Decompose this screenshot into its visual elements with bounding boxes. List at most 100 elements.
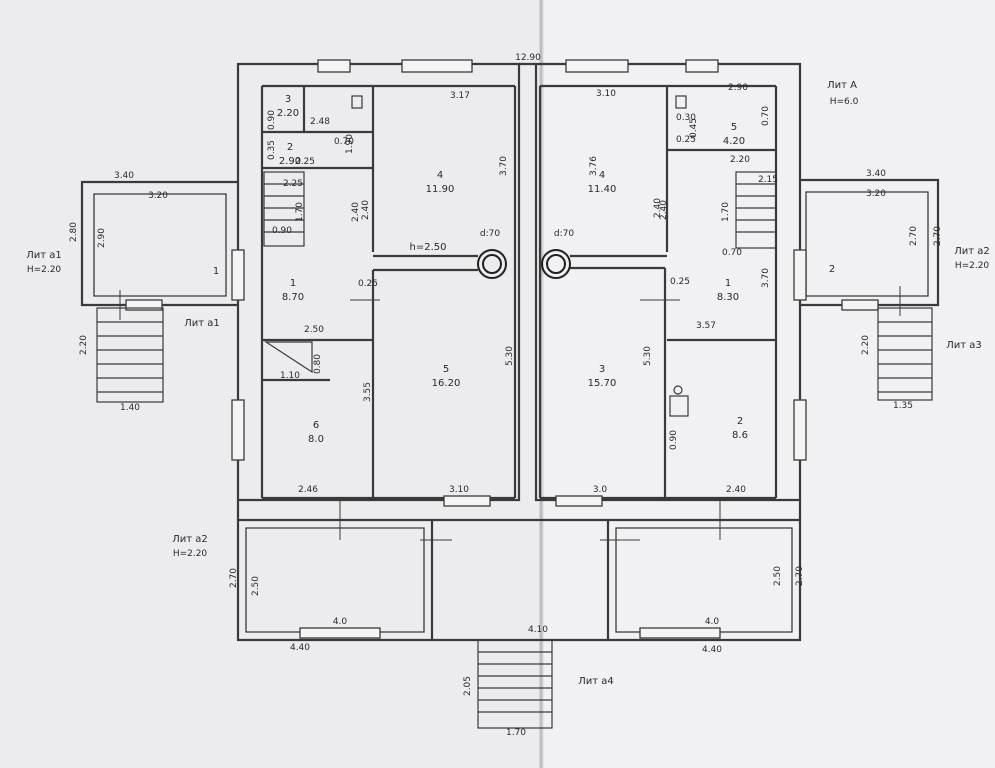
room-l6-number: 6 bbox=[313, 420, 319, 431]
annotation-a3-title: Лит а1 bbox=[184, 318, 220, 329]
annotation-a4-title: Лит а2 bbox=[172, 534, 208, 545]
dimension-61: 2.40 bbox=[653, 198, 663, 218]
dimension-33: 2.50 bbox=[251, 576, 261, 596]
room-r3-area: 15.70 bbox=[588, 378, 617, 389]
dimension-28: 4.40 bbox=[290, 643, 310, 653]
room-l2-number: 2 bbox=[287, 142, 293, 153]
dimension-19: 2.50 bbox=[304, 325, 324, 335]
dimension-7: 3.40 bbox=[114, 171, 134, 181]
dimension-25: 2.40 bbox=[726, 485, 746, 495]
dimension-56: 0.70 bbox=[334, 137, 354, 147]
room-l5-number: 5 bbox=[443, 364, 449, 375]
room-l1-area: 8.70 bbox=[282, 292, 304, 303]
dimension-21: 2.40 bbox=[659, 200, 669, 220]
ceiling-height-label: h=2.50 bbox=[410, 242, 447, 253]
dimension-38: 5.30 bbox=[505, 346, 515, 366]
annotation-a1-height: H=6.0 bbox=[830, 97, 859, 107]
room-r2-number: 2 bbox=[737, 416, 743, 427]
annotation-a2-height: H=2.20 bbox=[27, 265, 62, 275]
room-r1-number: 1 bbox=[725, 278, 731, 289]
dimension-6: 2.25 bbox=[283, 179, 303, 189]
room-r1-area: 8.30 bbox=[717, 292, 739, 303]
dimension-48: 0.25 bbox=[358, 279, 378, 289]
dimension-47: 0.30 bbox=[676, 113, 696, 123]
dimension-5: 2.25 bbox=[295, 157, 315, 167]
room-r5-number: 5 bbox=[731, 122, 737, 133]
dimension-51: 0.45 bbox=[689, 118, 699, 138]
room-r4-number: 4 bbox=[599, 170, 605, 181]
dimension-2: 3.10 bbox=[596, 89, 616, 99]
dimension-53: 2.15 bbox=[758, 175, 778, 185]
dimension-59: 0.70 bbox=[761, 106, 771, 126]
dimension-26: 4.0 bbox=[333, 617, 348, 627]
dimension-64: 1.90 bbox=[345, 134, 355, 154]
room-l1-number: 1 bbox=[290, 278, 296, 289]
fixtures bbox=[351, 95, 689, 417]
chimneys bbox=[477, 249, 571, 279]
chimney-left-label: d:70 bbox=[480, 229, 500, 239]
dimension-35: 2.50 bbox=[773, 566, 783, 586]
room-l4-number: 4 bbox=[437, 170, 443, 181]
dimension-37: 3.70 bbox=[761, 268, 771, 288]
dimension-4: 2.48 bbox=[310, 117, 330, 127]
dimension-41: 3.76 bbox=[589, 156, 599, 176]
dimension-62: 3.57 bbox=[696, 321, 716, 331]
dimension-50: 0.25 bbox=[676, 135, 696, 145]
room-r4-area: 11.40 bbox=[588, 184, 617, 195]
dimension-57: 0.70 bbox=[722, 248, 742, 258]
dimension-39: 5.30 bbox=[643, 346, 653, 366]
dimension-18: 1.35 bbox=[893, 401, 913, 411]
dimension-9: 3.40 bbox=[866, 169, 886, 179]
annotation-a5-height: H=2.20 bbox=[955, 261, 990, 271]
dimension-11: 2.80 bbox=[69, 222, 79, 242]
room-l3-area: 2.20 bbox=[277, 108, 299, 119]
room-l4-area: 11.90 bbox=[426, 184, 455, 195]
dimension-36: 2.70 bbox=[795, 566, 805, 586]
room-r3-number: 3 bbox=[599, 364, 605, 375]
dimension-34: 2.70 bbox=[229, 568, 239, 588]
room-l3-number: 3 bbox=[285, 94, 291, 105]
dimension-17: 1.40 bbox=[120, 403, 140, 413]
dimension-49: 0.25 bbox=[670, 277, 690, 287]
dimension-16: 2.20 bbox=[861, 335, 871, 355]
dimension-13: 2.70 bbox=[909, 226, 919, 246]
dimension-55: 1.70 bbox=[721, 202, 731, 222]
dimension-45: 0.35 bbox=[267, 140, 277, 160]
dimension-40: 3.70 bbox=[499, 156, 509, 176]
annotation-a5-title: Лит а2 bbox=[954, 246, 990, 257]
dimension-14: 2.70 bbox=[933, 226, 943, 246]
dimension-ticks bbox=[119, 286, 901, 541]
annotation-a2-title: Лит а1 bbox=[26, 250, 62, 261]
dimension-46: 0.90 bbox=[272, 226, 292, 236]
annotation-a4-height: H=2.20 bbox=[173, 549, 208, 559]
stairs bbox=[96, 171, 933, 729]
dimension-30: 4.10 bbox=[528, 625, 548, 635]
dimension-29: 4.40 bbox=[702, 645, 722, 655]
dimension-60: 2.40 bbox=[351, 202, 361, 222]
dimension-23: 3.10 bbox=[449, 485, 469, 495]
dimension-27: 4.0 bbox=[705, 617, 720, 627]
entrance-marker-1: 1 bbox=[213, 266, 219, 277]
dimension-0: 12.90 bbox=[515, 53, 541, 63]
room-l2-area: 2.90 bbox=[279, 156, 301, 167]
entrance-marker-2: 2 bbox=[829, 264, 835, 275]
dimension-54: 1.70 bbox=[295, 202, 305, 222]
annotation-a1-title: Лит А bbox=[827, 80, 857, 91]
dimension-42: 3.55 bbox=[363, 382, 373, 402]
dimension-32: 2.05 bbox=[463, 676, 473, 696]
dimension-44: 0.90 bbox=[267, 110, 277, 130]
windows bbox=[125, 59, 879, 639]
dimension-12: 2.90 bbox=[97, 228, 107, 248]
annotation-a6-title: Лит а3 bbox=[946, 340, 982, 351]
room-l6-area: 8.0 bbox=[308, 434, 324, 445]
dimension-63: 0.90 bbox=[669, 430, 679, 450]
dimension-20: 2.40 bbox=[361, 200, 371, 220]
dimension-43: 1.10 bbox=[280, 371, 300, 381]
dimension-10: 3.20 bbox=[866, 189, 886, 199]
room-l5-area: 16.20 bbox=[432, 378, 461, 389]
dimension-8: 3.20 bbox=[148, 191, 168, 201]
dimension-31: 1.70 bbox=[506, 728, 526, 738]
dimension-3: 2.90 bbox=[728, 83, 748, 93]
